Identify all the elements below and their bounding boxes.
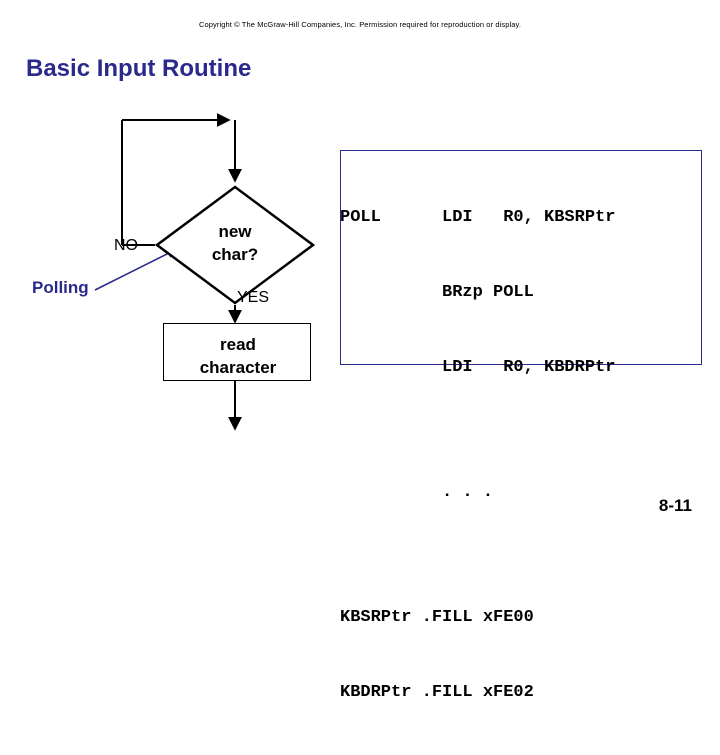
flowchart-connectors [94, 113, 242, 431]
decision-node: new char? [155, 185, 315, 305]
process-label-line1: read [220, 335, 256, 354]
diamond-shape-icon [155, 185, 315, 305]
code-line: BRzp POLL [340, 283, 534, 302]
code-line: KBSRPtr .FILL xFE00 [340, 608, 534, 627]
code-line: LDI R0, KBDRPtr [340, 358, 616, 377]
process-label-line2: character [199, 358, 277, 377]
process-label: read character [164, 333, 312, 379]
code-panel [340, 150, 702, 365]
branch-label-yes: YES [237, 289, 270, 306]
code-line: . . . [340, 483, 494, 502]
process-node: read character [163, 323, 311, 381]
decision-label-line1: new [218, 222, 252, 241]
decision-label-line2: char? [211, 245, 259, 264]
copyright-notice: Copyright © The McGraw-Hill Companies, I… [198, 20, 522, 29]
slide: Copyright © The McGraw-Hill Companies, I… [26, 20, 702, 702]
page-title: Basic Input Routine [26, 55, 252, 82]
page-number: 8-11 [658, 496, 692, 515]
branch-label-no: NO [114, 237, 138, 254]
code-listing: POLL LDI R0, KBSRPtr BRzp POLL LDI R0, K… [340, 155, 702, 755]
decision-label: new char? [155, 220, 315, 266]
polling-annotation: Polling [32, 278, 89, 297]
code-line: POLL LDI R0, KBSRPtr [340, 208, 616, 227]
flowchart: new char? read character NO YES Polling [32, 110, 340, 431]
code-line: KBDRPtr .FILL xFE02 [340, 683, 534, 702]
